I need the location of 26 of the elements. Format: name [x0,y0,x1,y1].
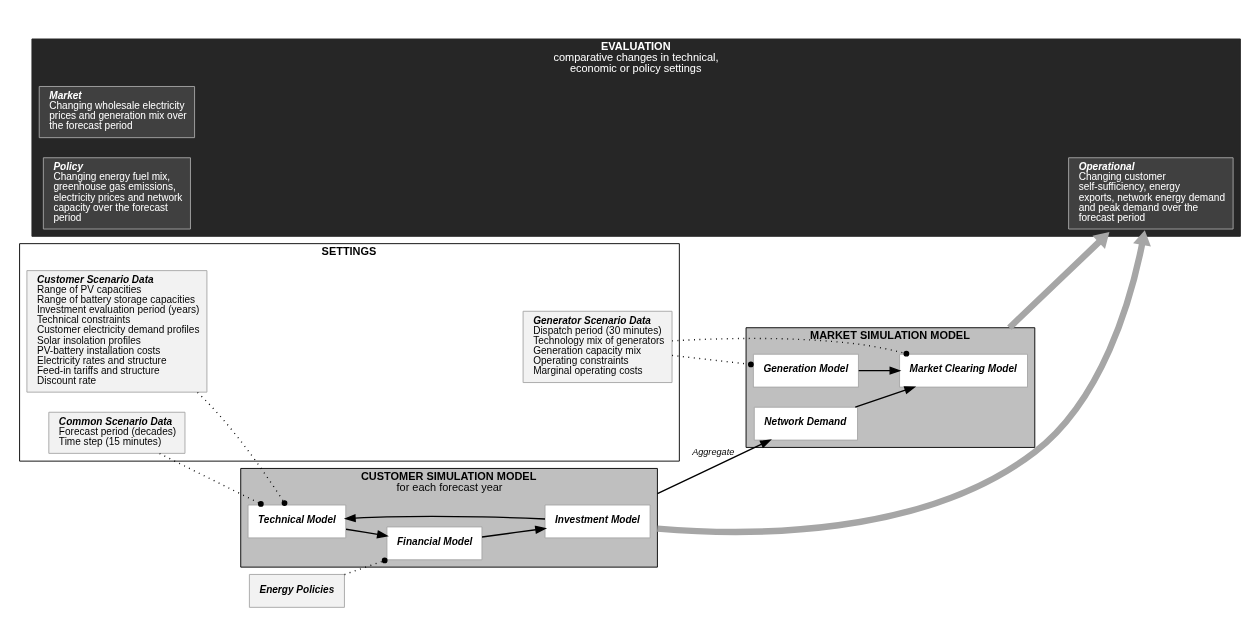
node-box: Operational Changing customer self-sufficiency, energy exports, network energy demand and peak demand over the forecast period [1068,157,1234,230]
arrow [1007,232,1110,331]
node-box: Market Changing wholesale electricity prices and generation mix over the forecast period [38,86,196,139]
edge-label: Aggregate [692,446,735,457]
node-box: Market Clearing Model [899,353,1028,388]
connector [671,337,910,357]
arrow [657,230,1151,536]
node-box: Generator Scenario Data Dispatch period (30 minutes) Technology mix of generators Generation capacity mix Operating constraints Marginal operating costs [522,310,673,383]
arrow [858,366,902,375]
node-box: Policy Changing energy fuel mix, greenhouse gas emissions, electricity prices and network capacity over the forecast period [42,157,191,230]
node-box: Common Scenario Data Forecast period (decades) Time step (15 minutes) [48,411,186,454]
node-box: Technical Model [247,504,347,539]
connector [158,452,264,507]
connector [196,391,288,506]
node-box: Network Demand [753,406,858,441]
node-box: Customer Scenario Data Range of PV capacities Range of battery storage capacities Investment evaluation period (years) Technical constraints Customer electricity demand profiles Solar insolation profiles PV-battery installation costs Electricity rates and structure Feed-in tariffs and structure Discount rate [26,270,208,393]
node-box: Investment Model [544,504,651,539]
arrow [656,439,772,495]
connector [671,354,754,368]
arrow [343,513,546,523]
arrow [481,525,548,538]
arrow [854,386,917,408]
node-box: Financial Model [386,526,483,561]
node-box: Generation Model [752,353,859,388]
node-box: Energy Policies [248,574,345,608]
arrow [345,528,389,539]
